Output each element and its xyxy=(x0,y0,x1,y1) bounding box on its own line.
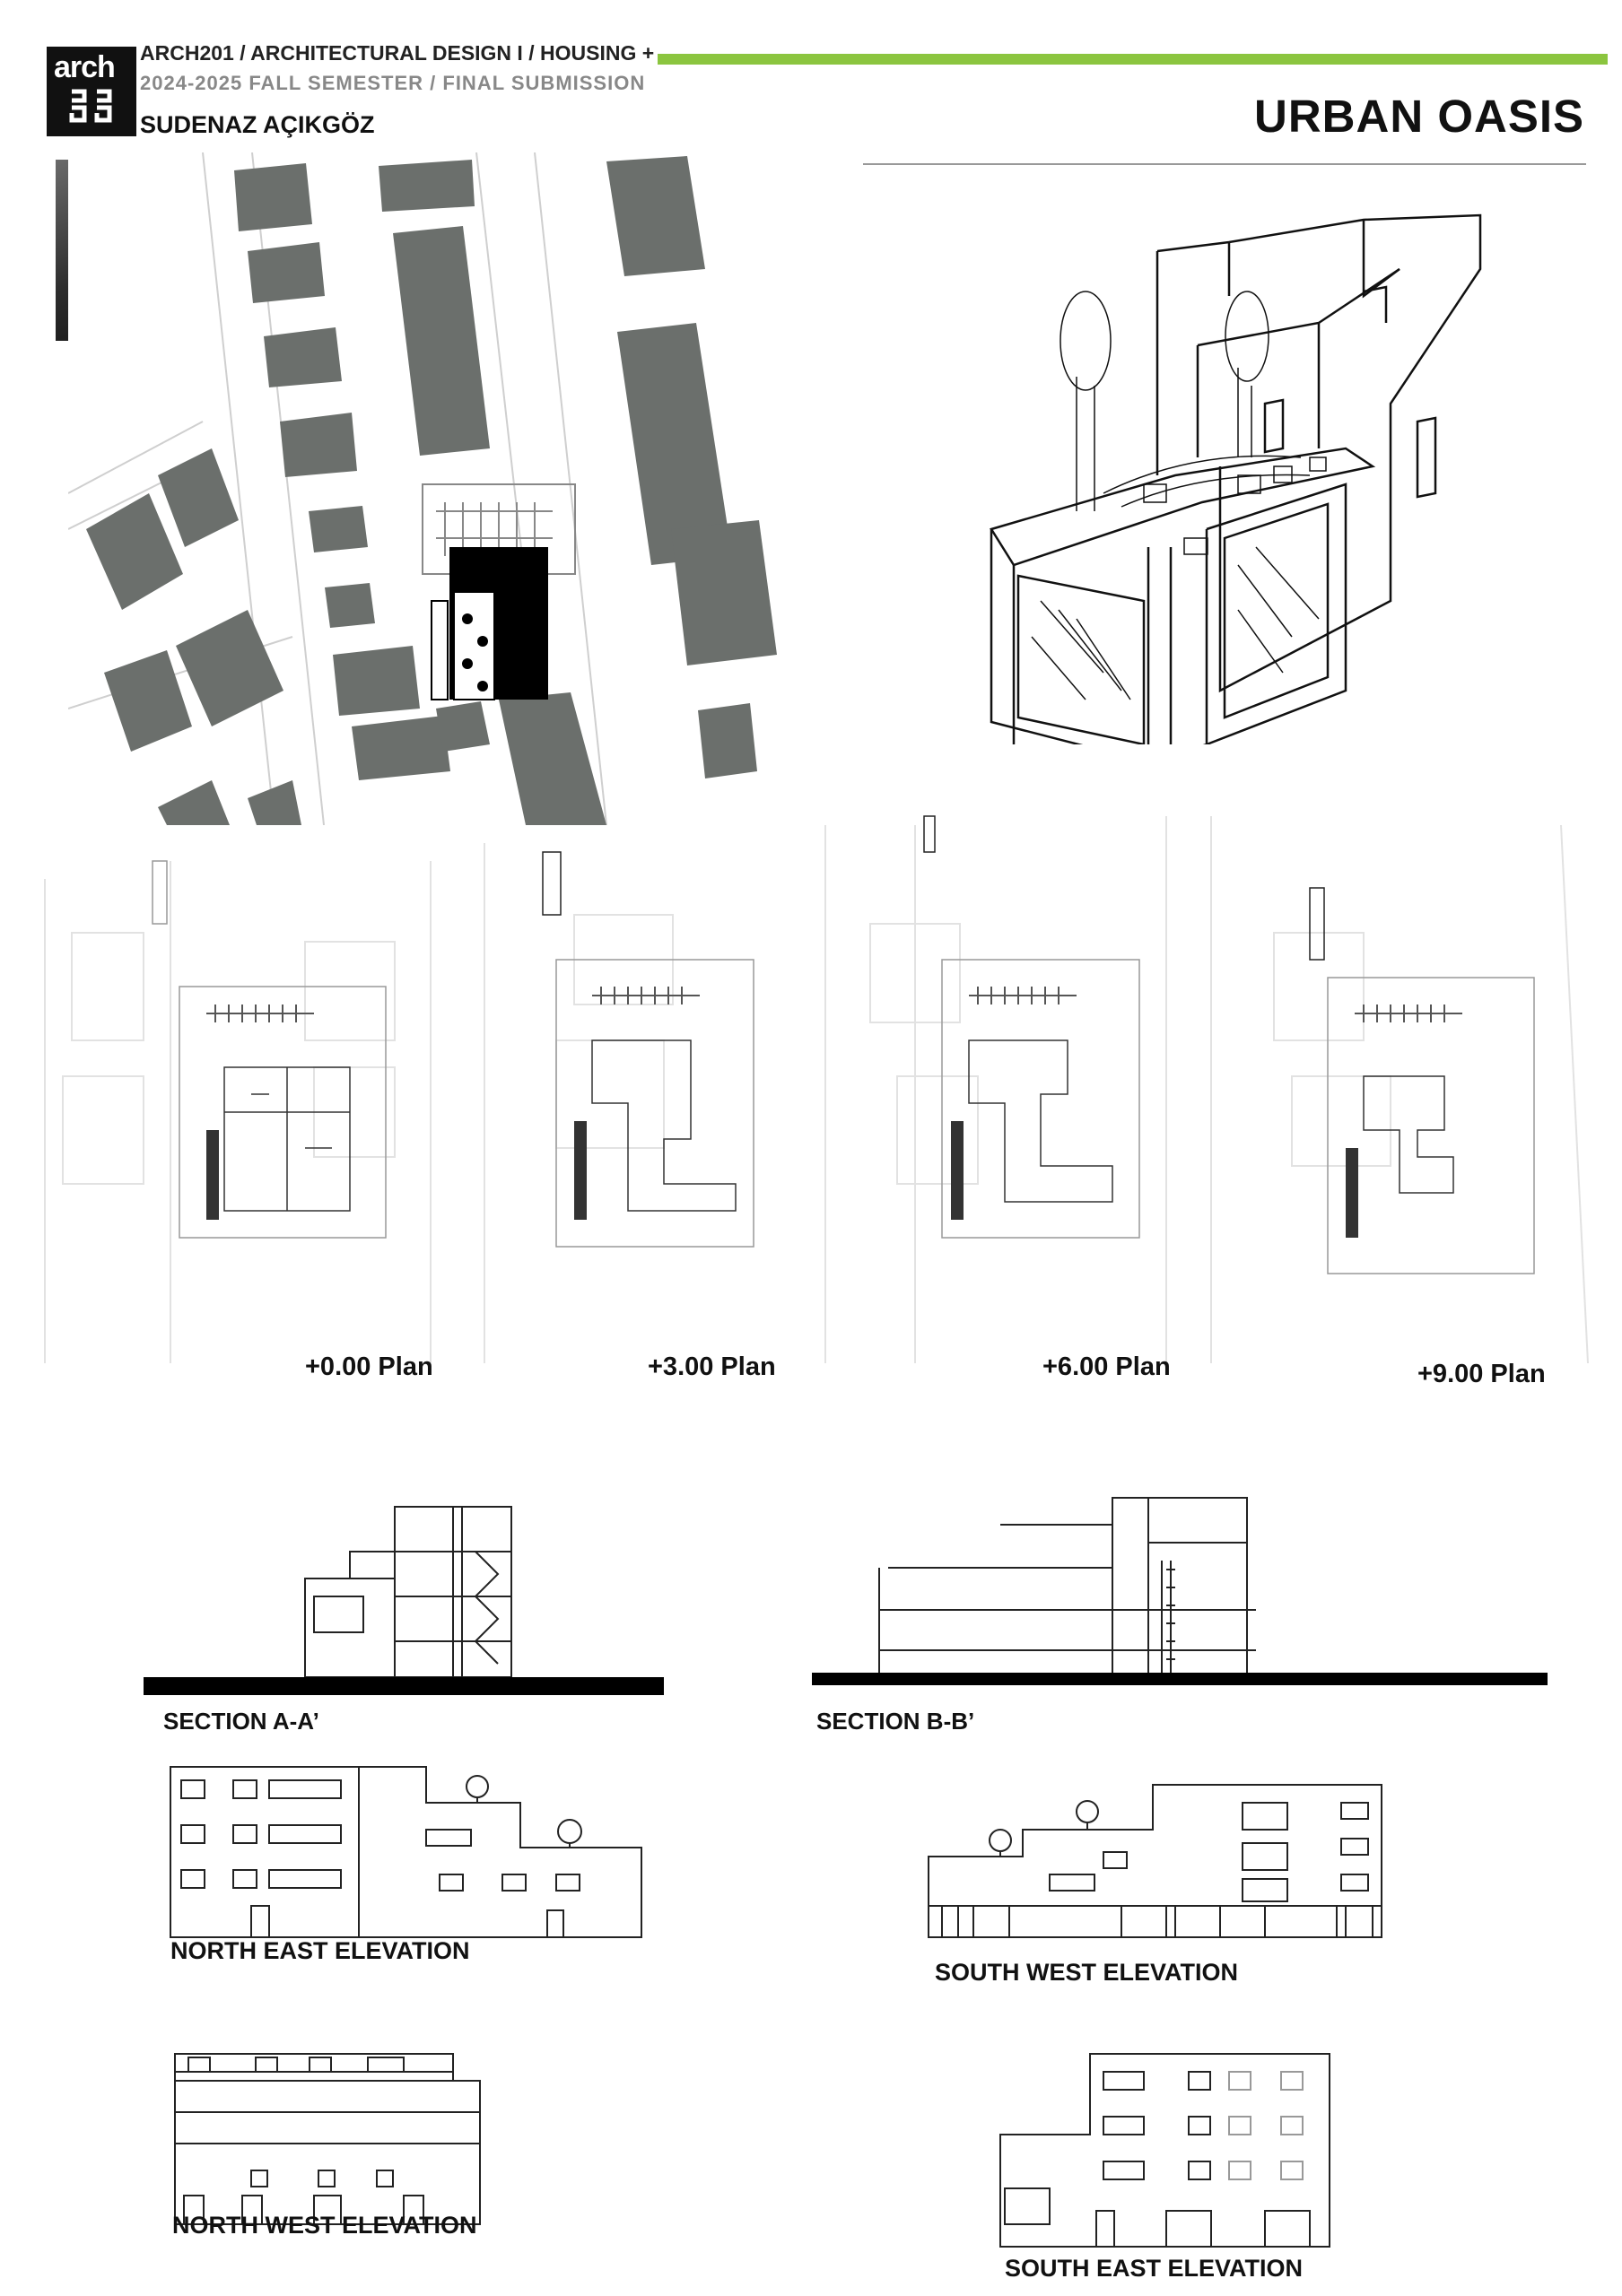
perspective-sketch xyxy=(990,213,1482,744)
logo-text: arch xyxy=(54,50,116,84)
school-logo: arch xyxy=(47,47,136,136)
plan-label-6: +6.00 Plan xyxy=(1042,1352,1171,1381)
section-a-drawing xyxy=(144,1506,664,1695)
north-west-elevation-label: NORTH WEST ELEVATION xyxy=(172,2212,477,2239)
south-east-elevation-label: SOUTH EAST ELEVATION xyxy=(1005,2255,1304,2282)
semester-line: 2024-2025 FALL SEMESTER / FINAL SUBMISSI… xyxy=(140,72,646,94)
south-west-elevation-label: SOUTH WEST ELEVATION xyxy=(935,1959,1239,1986)
title-rule xyxy=(863,163,1586,165)
plan-label-0: +0.00 Plan xyxy=(305,1352,433,1381)
section-a-label: SECTION A-A’ xyxy=(163,1708,319,1735)
logo-glyph-icon xyxy=(69,89,112,123)
project-title: URBAN OASIS xyxy=(1254,91,1585,142)
north-east-elevation-label: NORTH EAST ELEVATION xyxy=(170,1937,470,1964)
plan-label-3: +3.00 Plan xyxy=(648,1352,776,1381)
floor-plans-strip xyxy=(44,815,1589,1364)
author-name: SUDENAZ AÇIKGÖZ xyxy=(140,111,375,138)
south-east-elevation-drawing xyxy=(999,2053,1330,2248)
plan-label-9: +9.00 Plan xyxy=(1417,1360,1546,1388)
north-east-elevation-drawing xyxy=(170,1766,642,1938)
course-line: ARCH201 / ARCHITECTURAL DESIGN I / HOUSI… xyxy=(140,41,658,65)
site-plan xyxy=(68,152,804,825)
north-west-elevation-drawing xyxy=(174,2053,481,2225)
section-b-label: SECTION B-B’ xyxy=(816,1708,975,1735)
south-west-elevation-drawing xyxy=(928,1784,1382,1938)
section-b-drawing xyxy=(812,1497,1548,1685)
